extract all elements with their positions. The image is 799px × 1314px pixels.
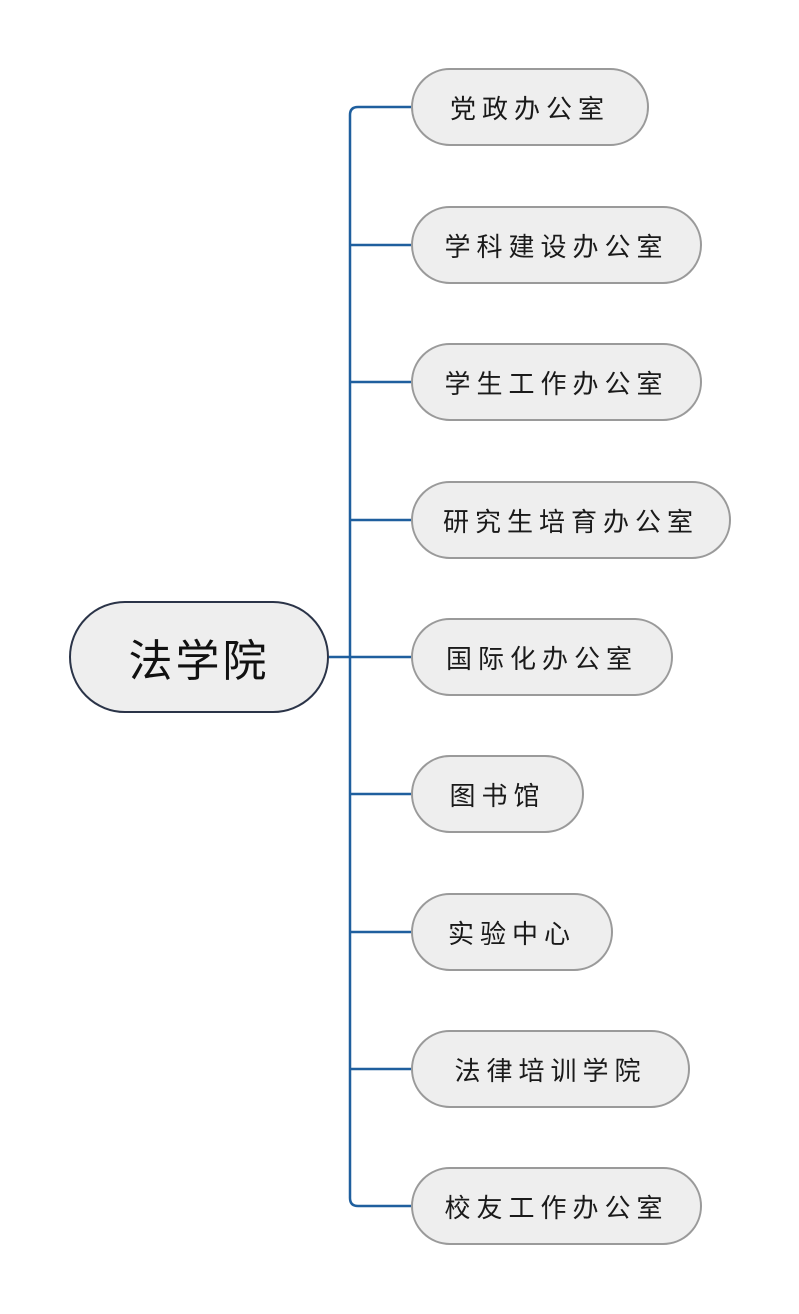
node-internationalization-office: 国际化办公室 (411, 618, 673, 696)
root-node-law-school: 法学院 (69, 601, 329, 713)
node-graduate-training-office: 研究生培育办公室 (411, 481, 731, 559)
node-alumni-affairs-office: 校友工作办公室 (411, 1167, 702, 1245)
node-library: 图书馆 (411, 755, 584, 833)
node-discipline-construction-office: 学科建设办公室 (411, 206, 702, 284)
node-lab-center: 实验中心 (411, 893, 613, 971)
node-party-admin-office: 党政办公室 (411, 68, 649, 146)
node-student-affairs-office: 学生工作办公室 (411, 343, 702, 421)
node-legal-training-institute: 法律培训学院 (411, 1030, 690, 1108)
